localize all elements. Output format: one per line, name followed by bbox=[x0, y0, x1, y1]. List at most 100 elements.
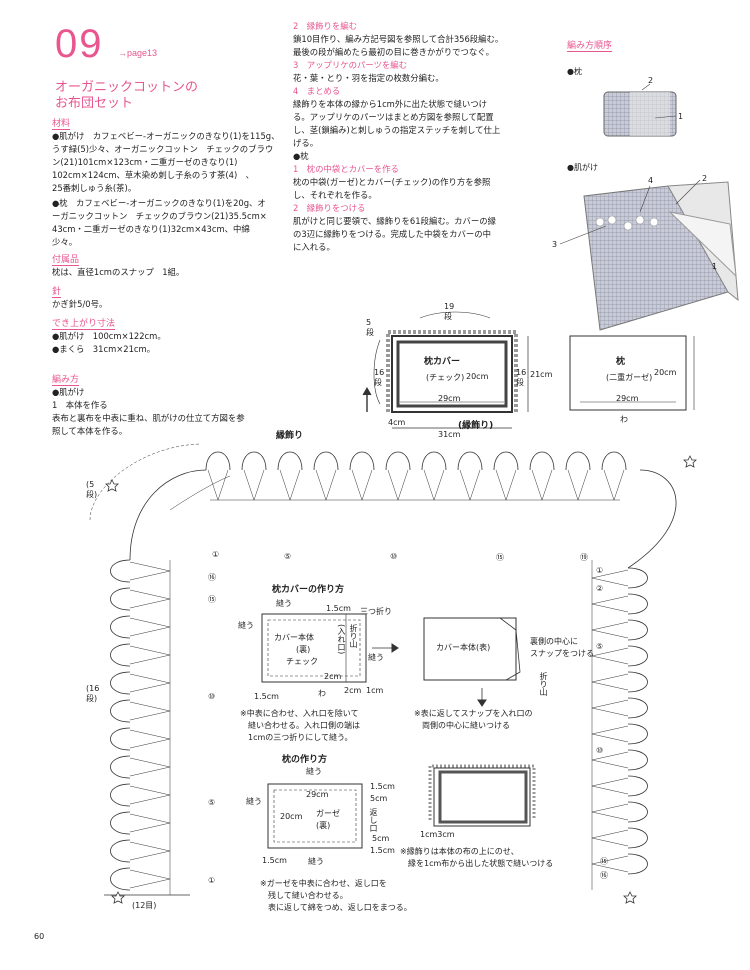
blanket-illustration bbox=[559, 179, 739, 331]
pillow-step2-text: 肌がけと同じ要領で、縁飾りを61段編む。カバーの縁 の3辺に縁飾りをつける。完成… bbox=[293, 216, 496, 252]
cover-note-3: ※縁飾りは本体の布の上にのせ、 縁を1cm布から出した状態で縫いつける bbox=[400, 847, 554, 868]
cover-note: ※中表に合わせ、入れ口を除いて 縫い合わせる。入れ口側の端は 1cmの三つ折りに… bbox=[240, 709, 360, 742]
pillow-step2-heading: 2 縁飾りをつける bbox=[293, 203, 366, 213]
edging-mark-10a: ⑩ bbox=[390, 552, 398, 561]
cover-mark-5: ⑤ bbox=[596, 642, 604, 651]
needle-heading: 針 bbox=[52, 287, 62, 298]
step3-heading: 3 アップリケのパーツを編む bbox=[293, 60, 408, 70]
pillow-howto-gauze: ガーゼ bbox=[316, 809, 340, 818]
cover-nuu-right: 縫う bbox=[368, 653, 384, 662]
pillow-cover-sub: (チェック) bbox=[426, 373, 465, 382]
cover-1cm-3cm: 1cm3cm bbox=[420, 830, 455, 839]
edging-12-stitches: (12目) bbox=[132, 901, 157, 910]
cover-body: カバー本体 bbox=[274, 633, 314, 642]
order-blanket-label: ●肌がけ bbox=[567, 163, 598, 172]
pillow-num-2: 2 bbox=[648, 76, 654, 85]
pillow-howto-note: ※ガーゼを中表に合わせ、返し口を 残して縫い合わせる。 表に返して綿をつめ、返し… bbox=[260, 879, 412, 912]
edging-mark-15a: ⑮ bbox=[496, 553, 504, 562]
pillow-cover-20cm: 20cm bbox=[466, 372, 489, 381]
pillow-cover-29cm: 29cm bbox=[438, 394, 461, 403]
pillow-cover-title: 枕カバー bbox=[424, 357, 461, 367]
pillow-step1-text: 枕の中袋(ガーゼ)とカバー(チェック)の作り方を参照 し、それぞれを作る。 bbox=[293, 177, 491, 200]
edging-title: 縁飾り bbox=[276, 431, 304, 441]
cover-1-5cm-b: 1.5cm bbox=[254, 692, 279, 701]
pillow-howto-20cm: 20cm bbox=[280, 812, 303, 821]
step3-text: 花・葉・とり・羽を指定の枚数分編む。 bbox=[293, 73, 444, 83]
step2-heading: 2 縁飾りを編む bbox=[293, 21, 357, 31]
cover-mitsuori: 三つ折り bbox=[360, 607, 392, 616]
cover-nuu-left: 縫う bbox=[238, 621, 254, 630]
cover-nuu-top: 縫う bbox=[276, 599, 292, 608]
pillow-howto-5cm-a: 5cm bbox=[370, 794, 388, 803]
blanket-num-4: 4 bbox=[648, 176, 654, 185]
pillow-wa: わ bbox=[620, 415, 628, 424]
edging-mark-1b: ① bbox=[208, 876, 216, 885]
order-pillow-label: ●枕 bbox=[567, 67, 582, 76]
edging-mark-5b: ⑤ bbox=[208, 798, 216, 807]
blanket-num-1: 1 bbox=[712, 262, 718, 271]
cover-ura: (裏) bbox=[296, 645, 311, 654]
recipe-number: 09 bbox=[55, 22, 104, 66]
parts-text: 枕は、直径1cmのスナップ 1組。 bbox=[52, 267, 185, 277]
cover-check: チェック bbox=[286, 657, 318, 666]
pillow-cover-21cm: 21cm bbox=[530, 370, 553, 379]
blanket-num-2: 2 bbox=[702, 174, 708, 183]
pillow-heading: ●枕 bbox=[293, 151, 309, 161]
cover-wa: わ bbox=[318, 689, 326, 698]
cover-snap-note: 裏側の中心に スナップをつける bbox=[530, 637, 594, 658]
edging-mark-10c: ⑩ bbox=[596, 746, 604, 755]
step4-text: 縁飾りを本体の縁から1cm外に出た状態で縫いつけ る。アップリケのパーツはまとめ… bbox=[293, 99, 501, 148]
pillow-inner-diagram bbox=[569, 335, 695, 411]
cover-note-2: ※表に返してスナップを入れ口の 両側の中心に縫いつける bbox=[414, 709, 533, 730]
step2-text: 鎖10目作り、編み方記号図を参照して合計356段編む。 最後の段が編めたら最初の… bbox=[293, 34, 504, 57]
pillow-cover-4cm: 4cm bbox=[388, 418, 406, 427]
edging-mark-15b: ⑮ bbox=[208, 595, 216, 604]
cover-howto-diagram bbox=[261, 613, 536, 827]
edging-mark-16a: ⑯ bbox=[208, 573, 216, 582]
page-number: 60 bbox=[34, 932, 45, 941]
pillow-howto-diagram bbox=[267, 783, 363, 849]
recipe-title: オーガニックコットンのお布団セット bbox=[55, 80, 199, 111]
size-text: ●肌がけ 100cm×122cm。 ●まくら 31cm×21cm。 bbox=[52, 331, 166, 354]
pillow-29cm: 29cm bbox=[616, 394, 639, 403]
edging-mark-1a: ① bbox=[212, 550, 220, 559]
edging-mark-10b: ⑩ bbox=[208, 692, 216, 701]
cover-iriguchi: (入れ口) bbox=[337, 624, 346, 655]
pillow-howto-kaeshi: 返し口 bbox=[369, 808, 378, 832]
pillow-cover-edge: (縁飾り) bbox=[458, 421, 494, 431]
cover-2cm-b: 2cm bbox=[344, 686, 362, 695]
pillow-howto-title: 枕の作り方 bbox=[282, 755, 328, 765]
materials-pillow: ●枕 カフェベビー-オーガニックのきなり(1)を20g、オ ーガニックコットン … bbox=[52, 198, 267, 247]
pillow-howto-1-5cm-c: 1.5cm bbox=[262, 856, 287, 865]
step4-heading: 4 まとめる bbox=[293, 86, 341, 96]
pillow-cover-diagram bbox=[362, 311, 529, 429]
cover-1-5cm: 1.5cm bbox=[326, 604, 351, 613]
pillow-num-1: 1 bbox=[678, 112, 684, 121]
needle-text: かぎ針5/0号。 bbox=[52, 299, 108, 309]
cover-2cm-a: 2cm bbox=[324, 672, 342, 681]
parts-heading: 付属品 bbox=[52, 255, 80, 266]
pillow-illustration bbox=[603, 83, 677, 137]
pillow-cover-31cm: 31cm bbox=[438, 430, 461, 439]
cover-1cm: 1cm bbox=[366, 686, 384, 695]
pillow-20cm: 20cm bbox=[654, 368, 677, 377]
cover-howto-title: 枕カバーの作り方 bbox=[272, 585, 345, 595]
pillow-howto-nuu-left: 縫う bbox=[246, 797, 262, 806]
materials-heading: 材料 bbox=[52, 119, 71, 130]
pillow-howto-nuu-bottom: 縫う bbox=[308, 857, 324, 866]
method-heading: 編み方 bbox=[52, 375, 80, 386]
method-text: ●肌がけ 1 本体を作る 表布と裏布を中表に重ね、肌がけの仕立て方図を参 照して… bbox=[52, 387, 245, 436]
pillow-howto-29cm: 29cm bbox=[306, 790, 329, 799]
materials-blanket: ●肌がけ カフェベビー-オーガニックのきなり(1)を115g、 うす緑(5)少々… bbox=[52, 131, 280, 193]
pillow-howto-nuu-top: 縫う bbox=[306, 767, 322, 776]
pillow-howto-5cm-b: 5cm bbox=[372, 834, 390, 843]
size-heading: でき上がり寸法 bbox=[52, 319, 116, 330]
edging-mark-2: ② bbox=[596, 584, 604, 593]
